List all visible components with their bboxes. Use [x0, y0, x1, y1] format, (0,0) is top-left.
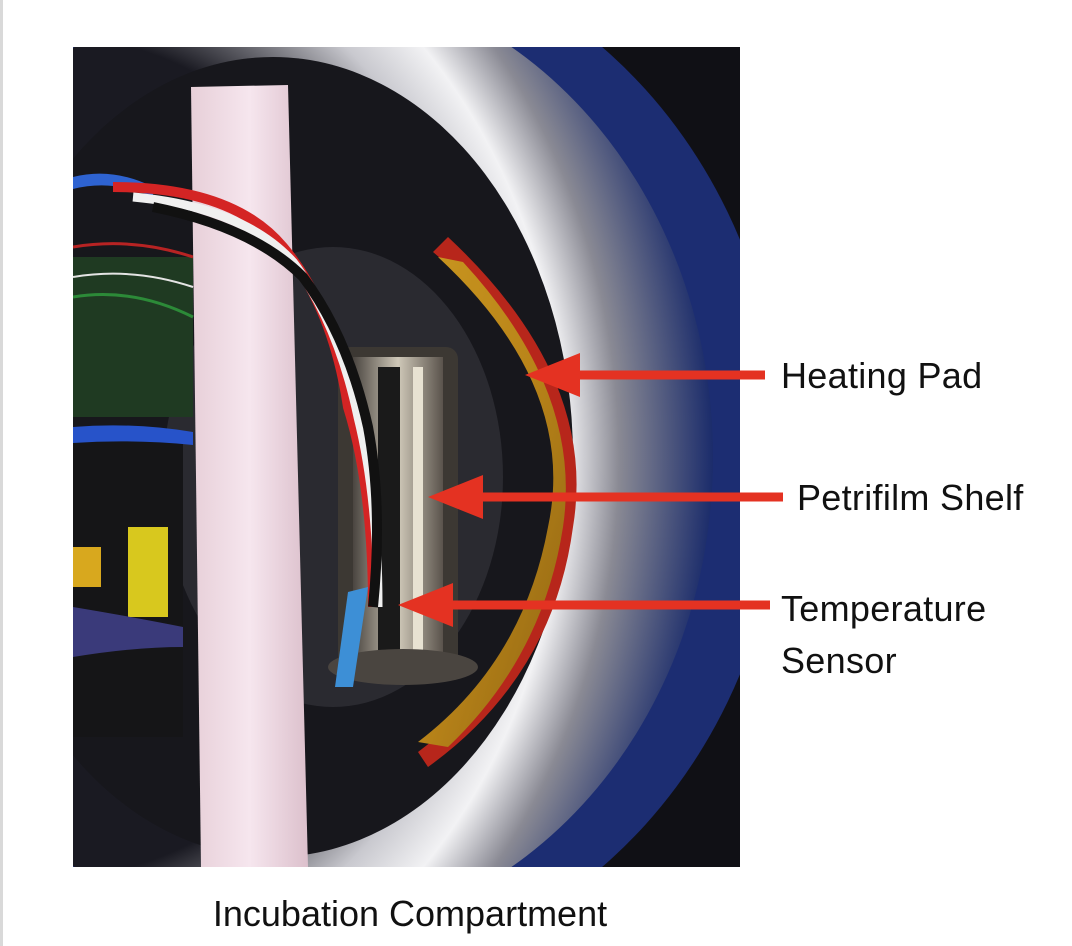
- green-wire-shape: [73, 293, 194, 319]
- circuit-board-shape: [73, 257, 193, 417]
- electronics-label-shape: [128, 527, 168, 617]
- foam-insulation-shape: [191, 85, 308, 867]
- shelf-divider-shape: [413, 367, 423, 657]
- sensor-wire-black-shape: [152, 202, 382, 608]
- incubation-compartment-photo: [73, 47, 740, 867]
- figure-caption: Incubation Compartment: [212, 893, 608, 934]
- white-wire-shape: [73, 272, 194, 288]
- blue-cable-shape: [73, 607, 183, 657]
- page-edge-divider: [0, 0, 3, 946]
- shelf-slot-shape: [378, 367, 400, 657]
- electronics-tag-shape: [73, 547, 101, 587]
- heating-pad-label: Heating Pad: [781, 355, 983, 396]
- red-wire-shape: [73, 242, 194, 259]
- temperature-sensor-label: Temperature Sensor: [781, 588, 987, 681]
- heating-pad-shape: [418, 257, 566, 747]
- shelf-base-shape: [328, 649, 478, 685]
- temperature-probe-shape: [335, 587, 368, 687]
- petrifilm-shelf-label: Petrifilm Shelf: [797, 477, 1024, 518]
- blue-wire-shape: [73, 425, 193, 445]
